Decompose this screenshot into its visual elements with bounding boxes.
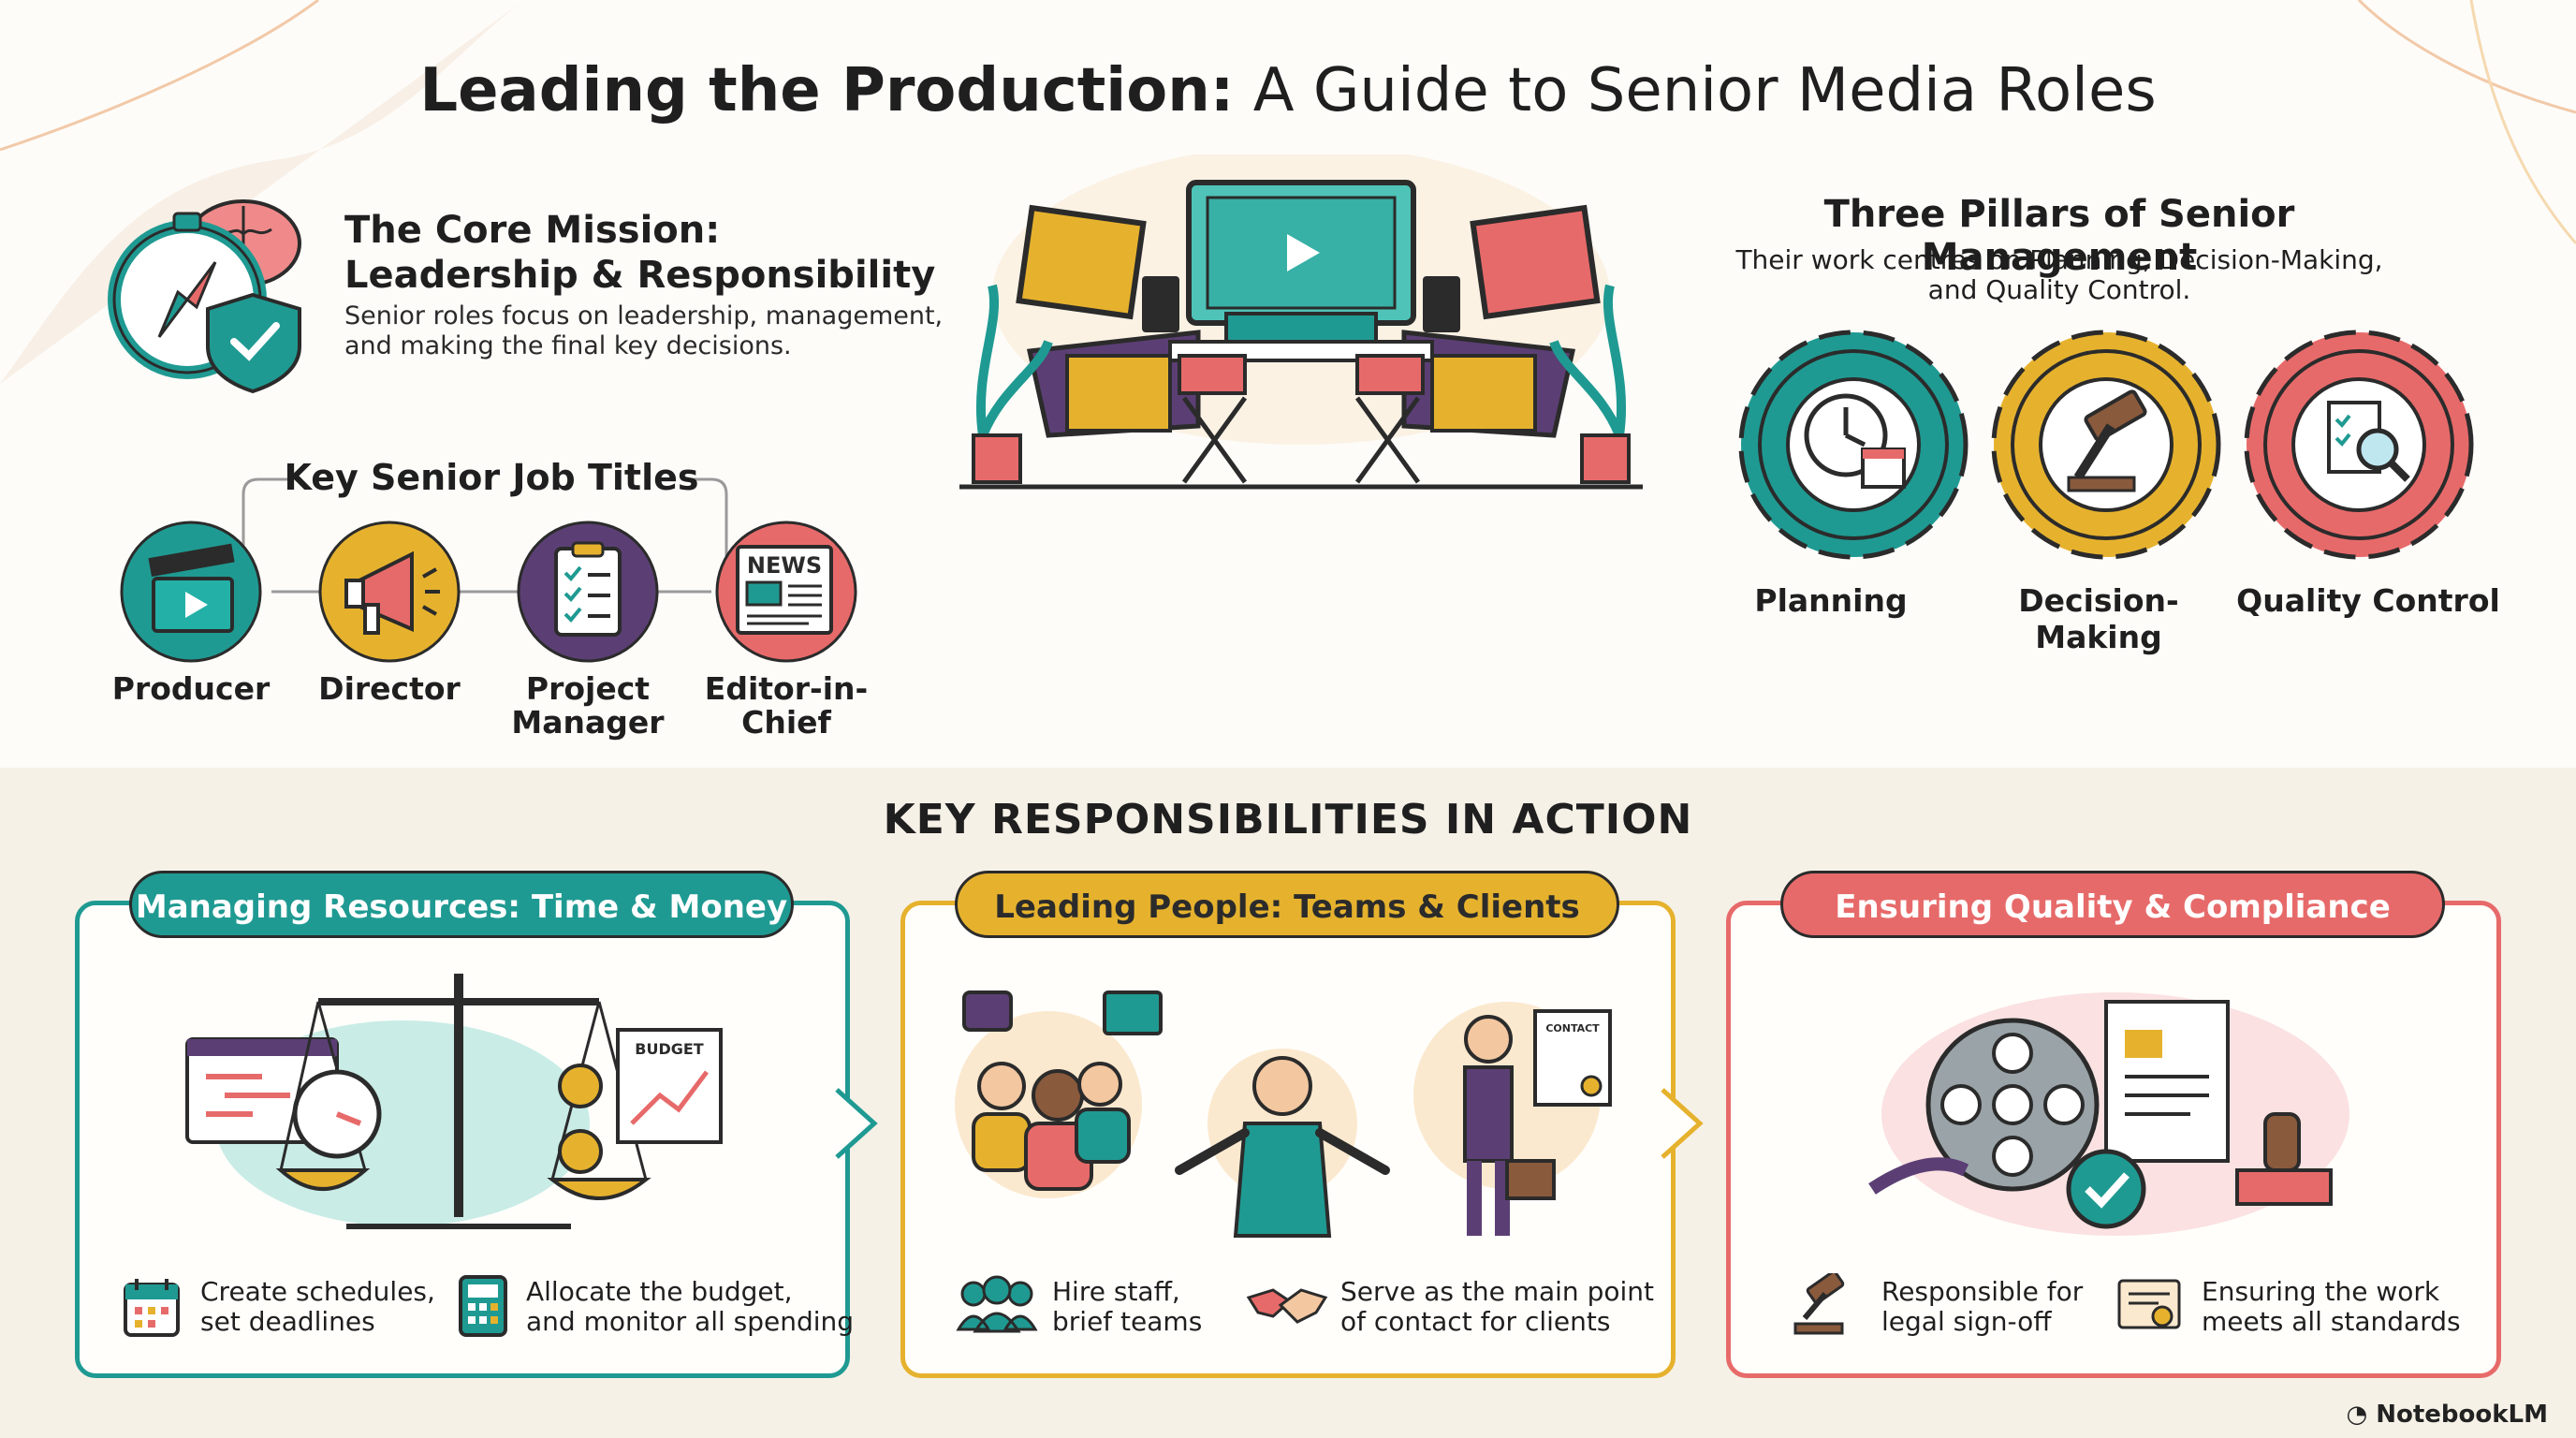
- resp-item-client-contact: Serve as the main point of contact for c…: [1340, 1277, 1654, 1337]
- resp-item-legal-signoff-line2: legal sign-off: [1881, 1306, 2052, 1337]
- scales-time-money-illustration: BUDGET: [185, 974, 723, 1229]
- certificate-icon: [2117, 1279, 2181, 1329]
- job-title-project-manager-line1: Project: [525, 670, 651, 707]
- core-mission-title: The Core Mission: Leadership & Responsib…: [344, 208, 935, 298]
- pillars-subtitle-line1: Their work centres on Planning, Decision…: [1735, 244, 2383, 275]
- panel-arrow-2: [1661, 1088, 1704, 1159]
- responsibilities-heading: KEY RESPONSIBILITIES IN ACTION: [883, 796, 1693, 844]
- checklist-icon: [517, 521, 659, 663]
- resp-item-client-contact-line2: of contact for clients: [1340, 1306, 1611, 1337]
- resp-item-standards-line2: meets all standards: [2202, 1306, 2461, 1337]
- calendar-icon: [124, 1279, 180, 1337]
- page-title: Leading the Production: A Guide to Senio…: [0, 56, 2576, 125]
- gavel-icon: [1793, 1273, 1845, 1335]
- resp-item-legal-signoff: Responsible for legal sign-off: [1881, 1277, 2083, 1337]
- decision-making-gear-icon: [1991, 330, 2221, 560]
- pillar-quality-control-label: Quality Control: [2236, 582, 2500, 619]
- pillars-gears-illustration: [1738, 330, 2474, 560]
- resp-item-schedules: Create schedules, set deadlines: [200, 1277, 435, 1337]
- job-title-project-manager-line2: Manager: [511, 704, 665, 741]
- contact-badge-text: CONTACT: [1545, 1022, 1600, 1034]
- notebooklm-brand-text: NotebookLM: [2376, 1401, 2548, 1429]
- quality-control-gear-icon: [2244, 330, 2474, 560]
- notebooklm-brand: ◔ NotebookLM: [2346, 1401, 2548, 1429]
- pillar-decision-making-label: Decision-Making: [2018, 582, 2179, 655]
- news-badge-text: NEWS: [747, 552, 822, 579]
- team-and-client-illustration: CONTACT: [955, 990, 1612, 1238]
- megaphone-icon: [318, 521, 461, 663]
- job-title-project-manager: Project Manager: [476, 672, 700, 740]
- newspaper-icon: NEWS: [715, 521, 857, 663]
- core-mission-body-line1: Senior roles focus on leadership, manage…: [344, 301, 944, 330]
- page-title-regular: A Guide to Senior Media Roles: [1252, 56, 2157, 125]
- core-mission-body-line2: and making the final key decisions.: [344, 331, 792, 360]
- core-mission-title-line2: Leadership & Responsibility: [344, 254, 936, 297]
- resp-item-hire-staff-line1: Hire staff,: [1052, 1276, 1180, 1307]
- calculator-icon: [459, 1275, 507, 1337]
- resp-item-budget-line1: Allocate the budget,: [526, 1276, 793, 1307]
- panel-arrow-1: [835, 1088, 878, 1159]
- pillar-planning-label: Planning: [1754, 582, 1908, 619]
- resp-item-schedules-line1: Create schedules,: [200, 1276, 435, 1307]
- notebooklm-logo-icon: ◔: [2346, 1401, 2368, 1429]
- resp-item-schedules-line2: set deadlines: [200, 1306, 375, 1337]
- page-title-bold: Leading the Production:: [419, 56, 1235, 125]
- handshake-icon: [1246, 1288, 1328, 1324]
- planning-gear-icon: [1738, 330, 1969, 560]
- resp-item-standards-line1: Ensuring the work: [2202, 1276, 2440, 1307]
- pillars-title: Three Pillars of Senior Management: [1823, 193, 2295, 279]
- panel-managing-resources-title: Managing Resources: Time & Money: [129, 871, 794, 938]
- resp-item-standards: Ensuring the work meets all standards: [2202, 1277, 2461, 1337]
- clapperboard-icon: [120, 521, 262, 663]
- core-mission-title-line1: The Core Mission:: [344, 209, 721, 252]
- resp-item-hire-staff: Hire staff, brief teams: [1052, 1277, 1202, 1337]
- panel-leading-people-title: Leading People: Teams & Clients: [955, 871, 1619, 938]
- job-title-director: Director: [318, 670, 461, 707]
- resp-item-budget-line2: and monitor all spending: [526, 1306, 855, 1337]
- resp-item-legal-signoff-line1: Responsible for: [1881, 1276, 2084, 1307]
- job-title-producer: Producer: [111, 670, 271, 707]
- team-icon: [956, 1275, 1038, 1333]
- film-reel-document-stamp-illustration: [1868, 992, 2349, 1236]
- panel-ensuring-quality-title: Ensuring Quality & Compliance: [1780, 871, 2445, 938]
- pillars-subtitle-line2: and Quality Control.: [1927, 274, 2191, 305]
- stopwatch-brain-shield-icon: [108, 199, 301, 393]
- job-title-editor-in-chief: Editor-in-Chief: [704, 670, 869, 741]
- budget-badge-text: BUDGET: [635, 1040, 704, 1058]
- resp-item-budget: Allocate the budget, and monitor all spe…: [526, 1277, 854, 1337]
- studio-control-room-illustration: [959, 154, 1643, 490]
- resp-item-client-contact-line1: Serve as the main point: [1340, 1276, 1654, 1307]
- core-mission-description: Senior roles focus on leadership, manage…: [344, 301, 943, 361]
- job-titles-heading: Key Senior Job Titles: [284, 457, 699, 498]
- pillars-subtitle: Their work centres on Planning, Decision…: [1722, 245, 2396, 305]
- resp-item-hire-staff-line2: brief teams: [1052, 1306, 1203, 1337]
